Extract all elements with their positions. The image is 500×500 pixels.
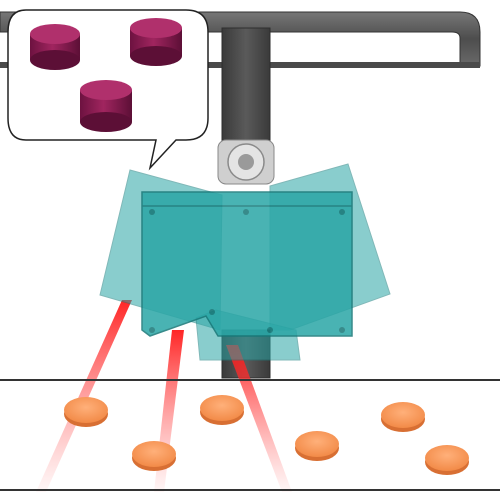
cylindrical-product-icon — [130, 18, 182, 66]
pivot-joint — [217, 139, 275, 185]
product-discs — [64, 395, 469, 475]
cylindrical-product-icon — [80, 80, 132, 132]
disc — [425, 445, 469, 475]
housing-main — [141, 191, 353, 337]
conveyor-belt — [0, 379, 500, 491]
disc — [200, 395, 244, 425]
speech-bubble-callout — [7, 9, 209, 171]
cylindrical-product-icon — [30, 24, 80, 70]
disc — [132, 441, 176, 471]
disc — [381, 402, 425, 432]
disc — [64, 397, 108, 427]
camera-housing — [99, 163, 391, 361]
disc — [295, 431, 339, 461]
